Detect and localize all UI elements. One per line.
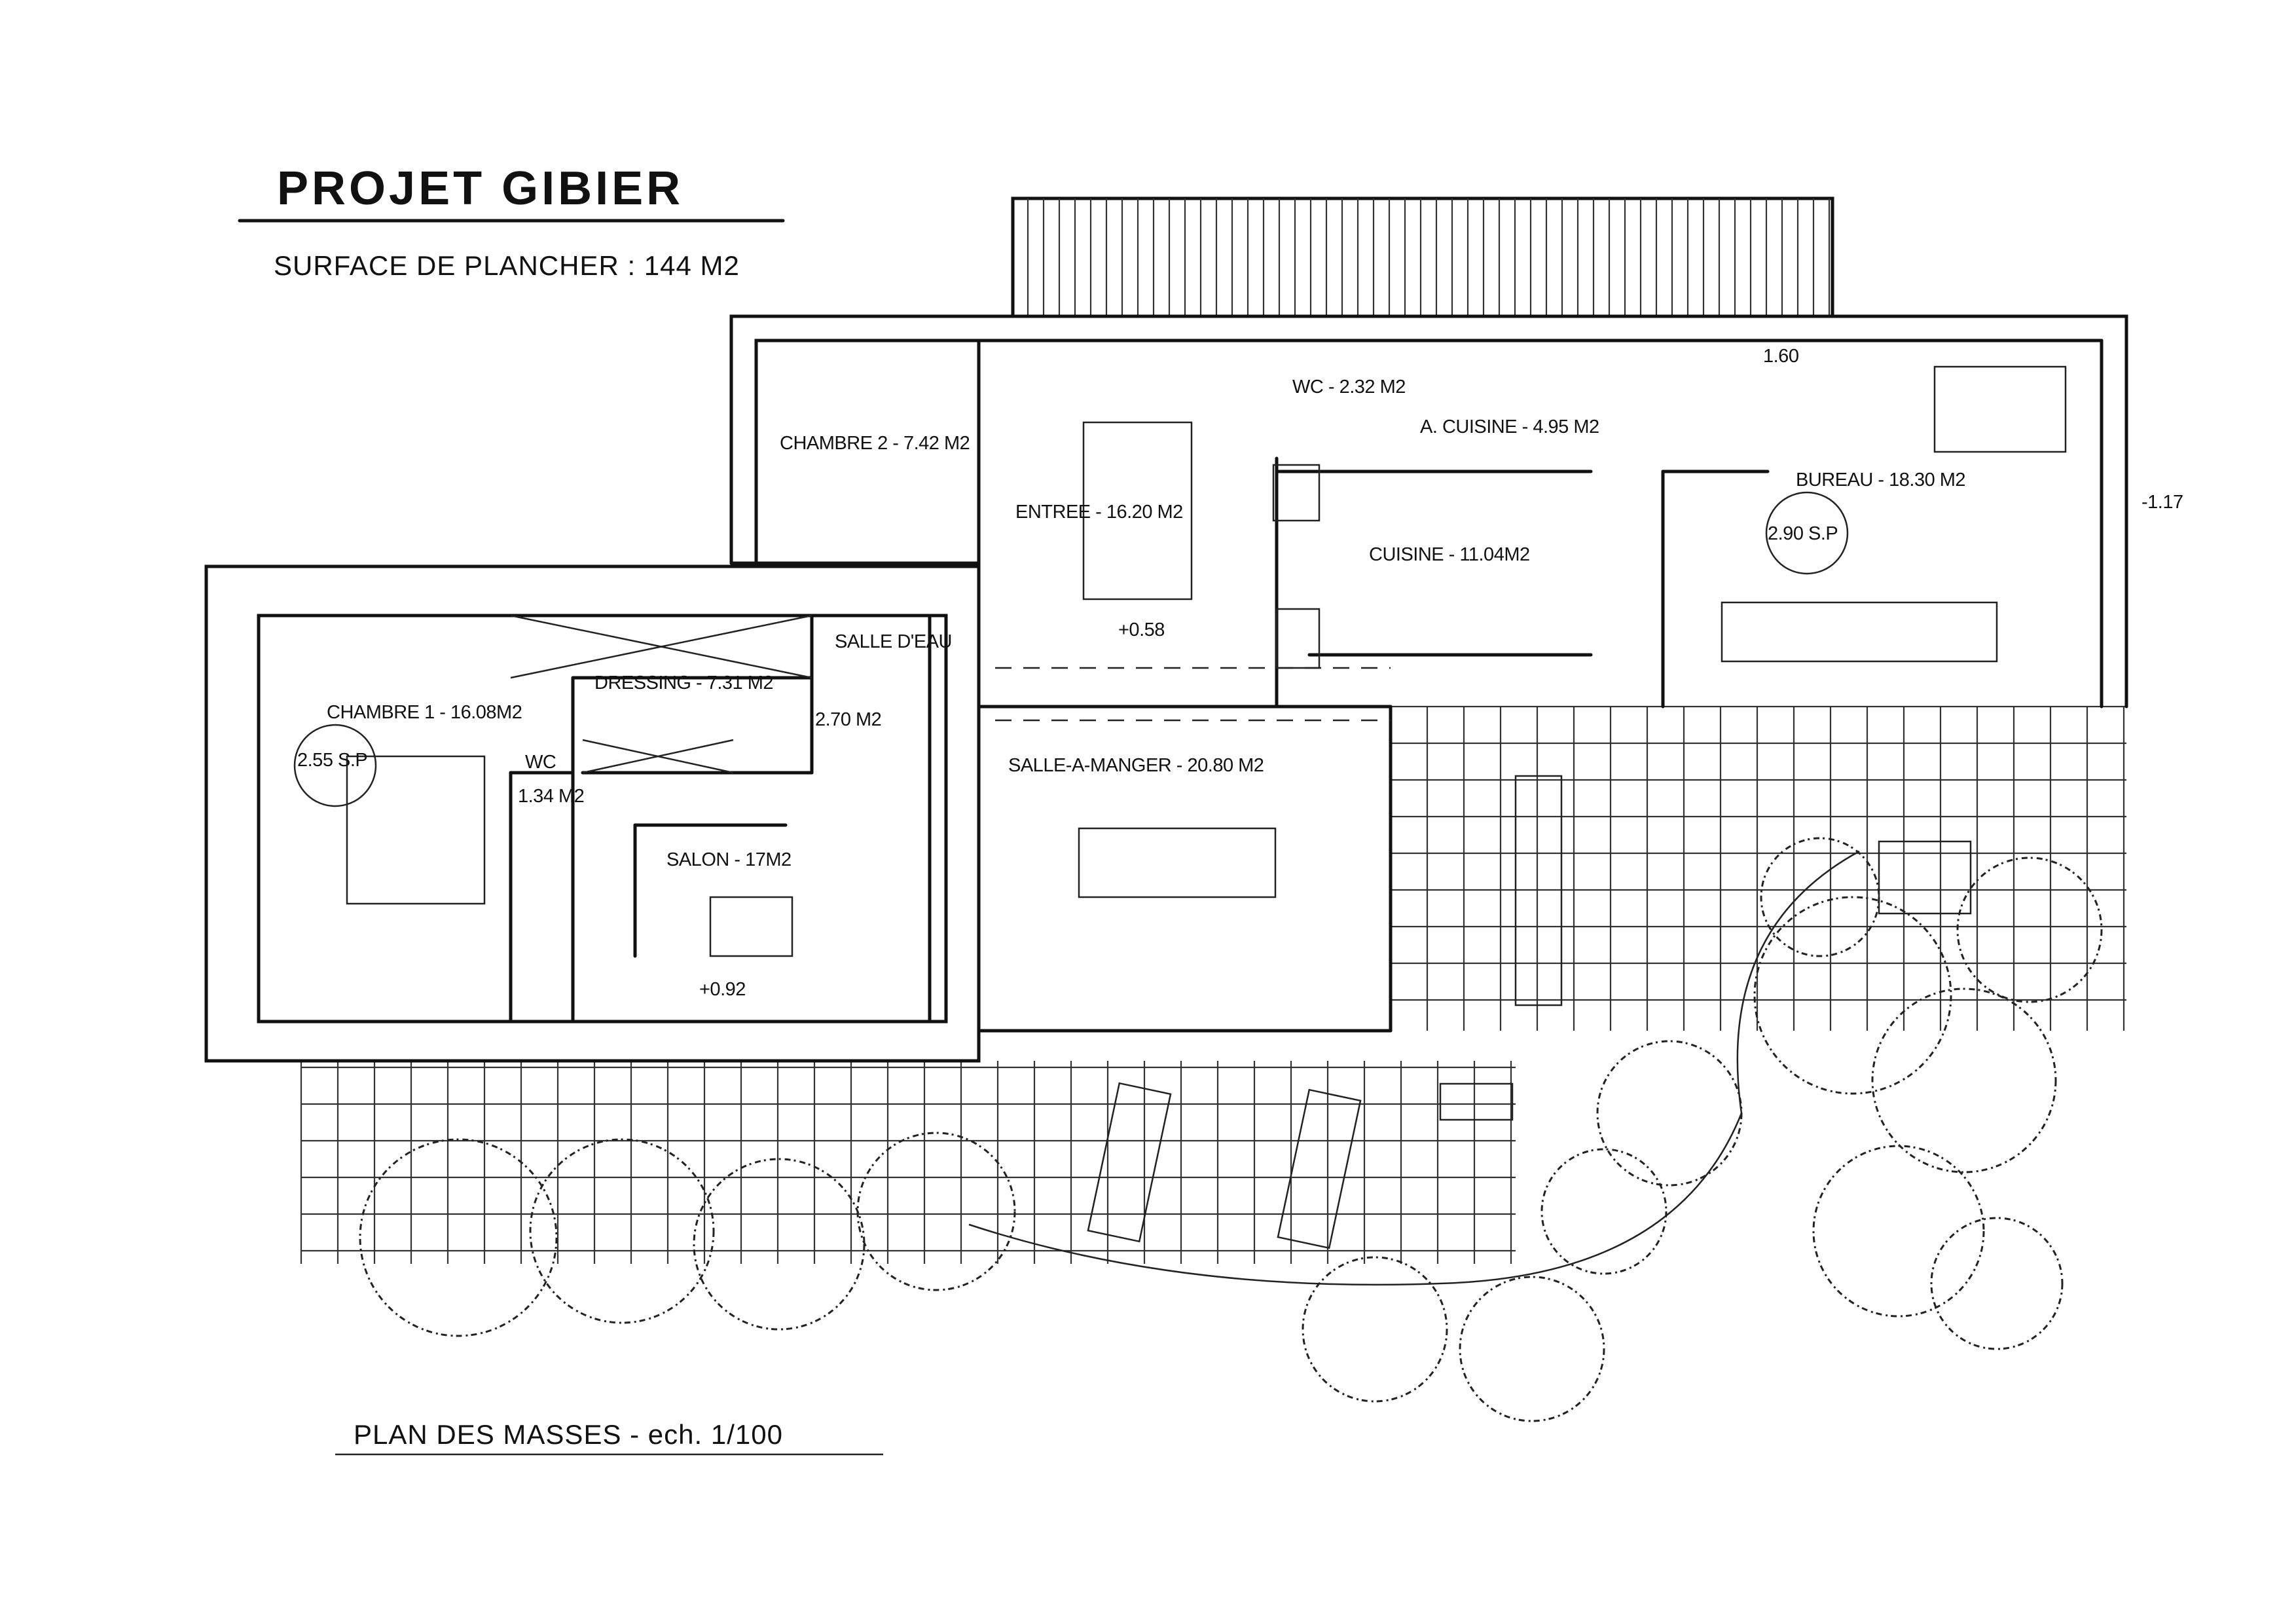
level-plus-0-92: +0.92 (699, 979, 746, 1000)
tree-shrub (1930, 1217, 2064, 1350)
scale-caption: PLAN DES MASSES - ech. 1/100 (354, 1419, 783, 1450)
label-wc-top: WC - 2.32 M2 (1292, 377, 1406, 397)
level-plus-0-58: +0.58 (1118, 619, 1165, 640)
label-salon: SALON - 17M2 (666, 849, 792, 870)
label-cuisine: CUISINE - 11.04M2 (1369, 544, 1530, 565)
label-salle-eau: SALLE D'EAU (835, 631, 952, 652)
label-bureau: BUREAU - 18.30 M2 (1796, 470, 1965, 490)
room-labels: CHAMBRE 2 - 7.42 M2 ENTREE - 16.20 M2 WC… (297, 346, 2183, 1000)
tree-shrub (1956, 857, 2103, 1003)
coffee-table (709, 896, 793, 957)
tree-shrub (693, 1158, 866, 1331)
tree-shrub (1812, 1145, 1985, 1318)
vegetation (359, 837, 2103, 1422)
terrace-grid-south (300, 1061, 1516, 1264)
dining-table (1078, 827, 1277, 898)
surface-text: SURFACE DE PLANCHER : 144 M2 (274, 250, 740, 281)
deck (1011, 196, 1834, 318)
sun-lounger (1277, 1088, 1362, 1249)
label-a-cuisine: A. CUISINE - 4.95 M2 (1420, 416, 1599, 437)
tree-shrub (1753, 896, 1952, 1095)
label-wc-left-area: 1.34 M2 (518, 786, 584, 807)
chambre1-sp-circle (293, 724, 377, 807)
tree-shrub (1596, 1040, 1743, 1187)
tree-shrub (1302, 1256, 1448, 1403)
label-wc-left: WC (525, 752, 556, 773)
bureau-sp-circle (1765, 491, 1849, 575)
sun-lounger (1087, 1082, 1172, 1243)
tree-shrub (856, 1132, 1016, 1291)
outdoor-table (1514, 775, 1563, 1006)
bed (346, 755, 486, 905)
walls (204, 314, 2128, 1063)
label-salle-a-manger: SALLE-A-MANGER - 20.80 M2 (1008, 755, 1264, 776)
project-title: PROJET GIBIER (277, 162, 683, 215)
tree-shrub (1540, 1148, 1667, 1275)
desk (1721, 601, 1998, 663)
level-minus-1-17: -1.17 (2141, 492, 2183, 513)
tree-shrub (359, 1138, 558, 1337)
label-salle-eau-area: 2.70 M2 (815, 709, 881, 730)
garden-path-curve (968, 850, 1860, 1286)
furniture (346, 365, 2067, 1249)
entree-bench (1082, 421, 1193, 600)
tree-shrub (529, 1138, 715, 1324)
label-chambre-1: CHAMBRE 1 - 16.08M2 (327, 702, 522, 723)
terrace-grid-east (1389, 705, 2126, 1031)
label-dressing: DRESSING - 7.31 M2 (594, 673, 773, 693)
label-chambre-2: CHAMBRE 2 - 7.42 M2 (780, 433, 970, 454)
dimension-1-60: 1.60 (1763, 346, 1798, 367)
label-entree: ENTREE - 16.20 M2 (1015, 502, 1183, 523)
chambre1-sp: 2.55 S.P (297, 750, 367, 771)
tree-shrub (1871, 987, 2057, 1173)
tree-shrub (1459, 1276, 1605, 1422)
bureau-sp: 2.90 S.P (1768, 523, 1838, 544)
tree-shrub (1760, 837, 1880, 957)
